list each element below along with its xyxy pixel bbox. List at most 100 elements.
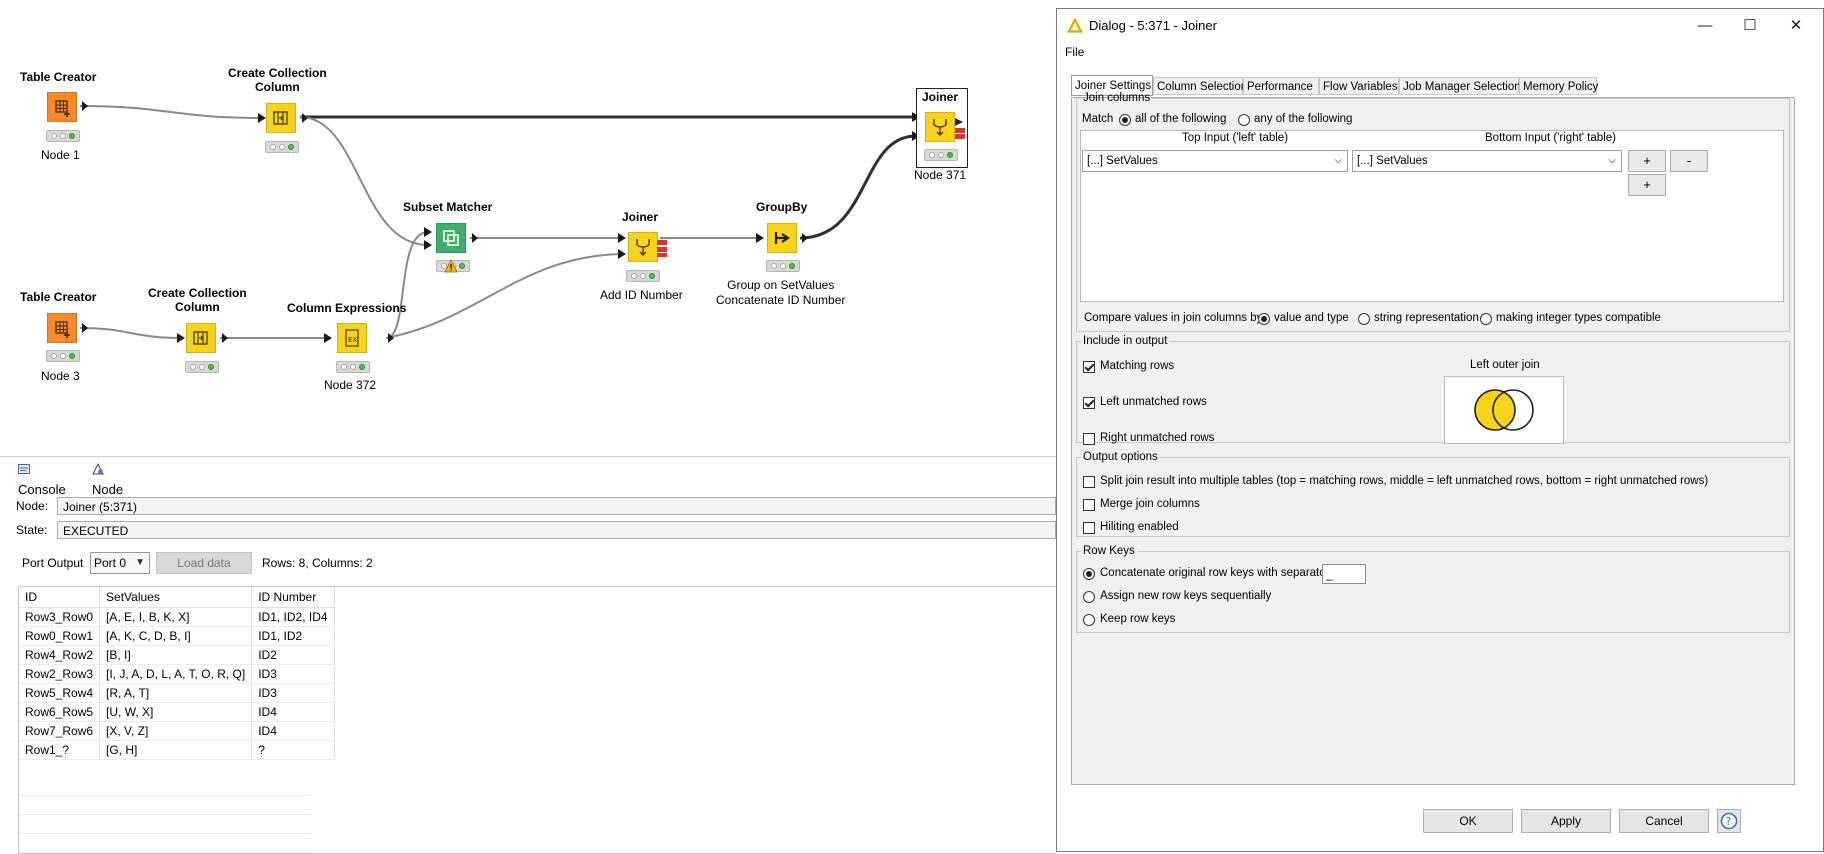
workflow-canvas[interactable]: Table Creator Node 1 Create Collection C… bbox=[0, 0, 1056, 428]
split-join-checkbox[interactable] bbox=[1083, 476, 1095, 488]
concatenate-row-keys-label[interactable]: Concatenate original row keys with separ… bbox=[1100, 567, 1330, 579]
joiner-node-add-id[interactable] bbox=[628, 232, 658, 262]
merge-join-columns-checkbox[interactable] bbox=[1083, 499, 1095, 511]
groupby-node[interactable] bbox=[767, 223, 797, 253]
cell-setvalues: [A, E, I, B, K, X] bbox=[99, 607, 253, 627]
node-372-label[interactable]: Node 372 bbox=[324, 378, 377, 392]
matching-rows-checkbox[interactable] bbox=[1083, 361, 1095, 373]
assign-new-row-keys-label[interactable]: Assign new row keys sequentially bbox=[1100, 590, 1272, 602]
table-creator-icon bbox=[55, 100, 70, 117]
tab-flow-variables[interactable]: Flow Variables bbox=[1319, 77, 1399, 95]
table-row[interactable]: Row0_Row1[A, K, C, D, B, I]ID1, ID2 bbox=[19, 626, 335, 646]
cell-setvalues: [A, K, C, D, B, I] bbox=[99, 626, 253, 646]
compare-integer-radio[interactable] bbox=[1480, 313, 1492, 325]
tab-node-monitor[interactable]: Node Monitor ✕ bbox=[88, 460, 140, 537]
column-header-setvalues[interactable]: SetValues bbox=[99, 587, 253, 608]
join-venn-diagram[interactable] bbox=[1444, 376, 1564, 444]
tab-console[interactable]: Console bbox=[14, 460, 70, 497]
right-unmatched-checkbox[interactable] bbox=[1083, 433, 1095, 445]
tab-joiner-settings[interactable]: Joiner Settings bbox=[1071, 75, 1153, 96]
keep-row-keys-radio[interactable] bbox=[1083, 614, 1095, 626]
maximize-icon[interactable]: ☐ bbox=[1743, 17, 1757, 34]
column-expressions-node[interactable]: EX bbox=[337, 323, 367, 353]
node-title-table-creator-3: Table Creator bbox=[20, 290, 97, 304]
create-collection-column-node-1[interactable] bbox=[266, 103, 296, 133]
table-row[interactable]: Row6_Row5[U, W, X]ID4 bbox=[19, 702, 335, 722]
table-row[interactable]: Row3_Row0[A, E, I, B, K, X]ID1, ID2, ID4 bbox=[19, 607, 335, 627]
column-header-id[interactable]: ID bbox=[19, 587, 101, 608]
table-row[interactable]: Row7_Row6[X, V, Z]ID4 bbox=[19, 721, 335, 741]
match-any-radio[interactable] bbox=[1238, 114, 1250, 126]
rows-columns-count: Rows: 8, Columns: 2 bbox=[262, 556, 373, 570]
cell-id-number: ID3 bbox=[251, 664, 335, 684]
apply-button[interactable]: Apply bbox=[1521, 809, 1611, 833]
tab-column-selection[interactable]: Column Selection bbox=[1153, 77, 1247, 95]
match-any-label[interactable]: any of the following bbox=[1254, 113, 1353, 125]
hiliting-checkbox[interactable] bbox=[1083, 522, 1095, 534]
cell-id-number: ID2 bbox=[251, 645, 335, 665]
compare-value-type-radio[interactable] bbox=[1258, 313, 1270, 325]
node-3-label[interactable]: Node 3 bbox=[41, 369, 80, 383]
add-condition-button[interactable]: + bbox=[1628, 174, 1666, 196]
cell-id: Row4_Row2 bbox=[19, 645, 101, 665]
keep-row-keys-label[interactable]: Keep row keys bbox=[1100, 613, 1176, 625]
separator-input[interactable]: _ bbox=[1322, 564, 1366, 584]
column-header-id-number[interactable]: ID Number bbox=[251, 587, 335, 608]
assign-new-row-keys-radio[interactable] bbox=[1083, 591, 1095, 603]
concatenate-row-keys-radio[interactable] bbox=[1083, 568, 1095, 580]
table-row[interactable]: Row4_Row2[B, I]ID2 bbox=[19, 645, 335, 665]
load-data-button[interactable]: Load data bbox=[156, 552, 252, 574]
match-all-radio[interactable] bbox=[1119, 114, 1131, 126]
chevron-down-icon: ⌵ bbox=[1334, 155, 1342, 166]
hiliting-label[interactable]: Hiliting enabled bbox=[1100, 521, 1179, 533]
chevron-down-icon: ▼ bbox=[135, 557, 145, 568]
right-unmatched-label[interactable]: Right unmatched rows bbox=[1100, 432, 1215, 444]
compare-value-type-label[interactable]: value and type bbox=[1274, 312, 1349, 324]
node-1-label[interactable]: Node 1 bbox=[41, 148, 80, 162]
compare-string-radio[interactable] bbox=[1358, 313, 1370, 325]
table-row[interactable]: Row5_Row4[R, A, T]ID3 bbox=[19, 683, 335, 703]
node-field: Joiner (5:371) bbox=[57, 497, 1056, 515]
menu-file[interactable]: File bbox=[1065, 45, 1085, 59]
joiner-node-371[interactable] bbox=[925, 112, 955, 142]
remove-row-button[interactable]: - bbox=[1670, 150, 1708, 172]
table-creator-node-3[interactable] bbox=[47, 313, 77, 343]
table-row[interactable]: Row2_Row3[I, J, A, D, L, A, T, O, R, Q]I… bbox=[19, 664, 335, 684]
groupby-label[interactable]: Group on SetValues Concatenate ID Number bbox=[716, 278, 845, 308]
node-title-joiner-2: Joiner bbox=[922, 90, 959, 104]
split-join-label[interactable]: Split join result into multiple tables (… bbox=[1100, 475, 1709, 487]
dialog-titlebar[interactable]: Dialog - 5:371 - Joiner — ☐ ✕ bbox=[1057, 9, 1823, 43]
compare-integer-label[interactable]: making integer types compatible bbox=[1496, 312, 1661, 324]
create-collection-column-node-2[interactable] bbox=[186, 323, 216, 353]
merge-join-columns-label[interactable]: Merge join columns bbox=[1100, 498, 1200, 510]
row-keys-group: Row Keys bbox=[1076, 545, 1790, 633]
tab-job-manager-selection[interactable]: Job Manager Selection bbox=[1399, 77, 1521, 95]
left-join-column-select[interactable]: [...] SetValues ⌵ bbox=[1082, 150, 1348, 172]
expression-icon: EX bbox=[345, 329, 359, 347]
output-data-table[interactable]: ID SetValues ID Number Row3_Row0[A, E, I… bbox=[18, 586, 1057, 854]
table-row[interactable]: Row1_?[G, H]? bbox=[19, 740, 335, 760]
ok-button[interactable]: OK bbox=[1423, 809, 1513, 833]
match-all-label[interactable]: all of the following bbox=[1135, 113, 1227, 125]
minimize-icon[interactable]: — bbox=[1697, 17, 1713, 34]
tab-memory-policy[interactable]: Memory Policy bbox=[1519, 77, 1598, 95]
tab-performance[interactable]: Performance bbox=[1243, 77, 1319, 95]
warning-icon[interactable] bbox=[444, 259, 458, 273]
list-column-icon: [...] bbox=[1357, 155, 1377, 167]
matching-rows-label[interactable]: Matching rows bbox=[1100, 360, 1175, 372]
subset-matcher-node[interactable] bbox=[436, 223, 466, 253]
left-unmatched-checkbox[interactable] bbox=[1083, 397, 1095, 409]
help-button[interactable]: ? bbox=[1717, 809, 1741, 833]
table-creator-node-1[interactable] bbox=[47, 92, 77, 122]
port-output-select[interactable]: Port 0 ▼ bbox=[90, 552, 150, 574]
cell-setvalues: [B, I] bbox=[99, 645, 253, 665]
add-row-button[interactable]: + bbox=[1628, 150, 1666, 172]
node-371-label[interactable]: Node 371 bbox=[914, 168, 967, 182]
add-id-number-label[interactable]: Add ID Number bbox=[600, 288, 683, 302]
cancel-button[interactable]: Cancel bbox=[1619, 809, 1709, 833]
right-join-column-select[interactable]: [...] SetValues ⌵ bbox=[1352, 150, 1622, 172]
left-unmatched-label[interactable]: Left unmatched rows bbox=[1100, 396, 1207, 408]
compare-string-label[interactable]: string representation bbox=[1374, 312, 1479, 324]
close-icon[interactable]: ✕ bbox=[1789, 17, 1803, 34]
joiner-2-output-ports-icon bbox=[955, 118, 965, 139]
